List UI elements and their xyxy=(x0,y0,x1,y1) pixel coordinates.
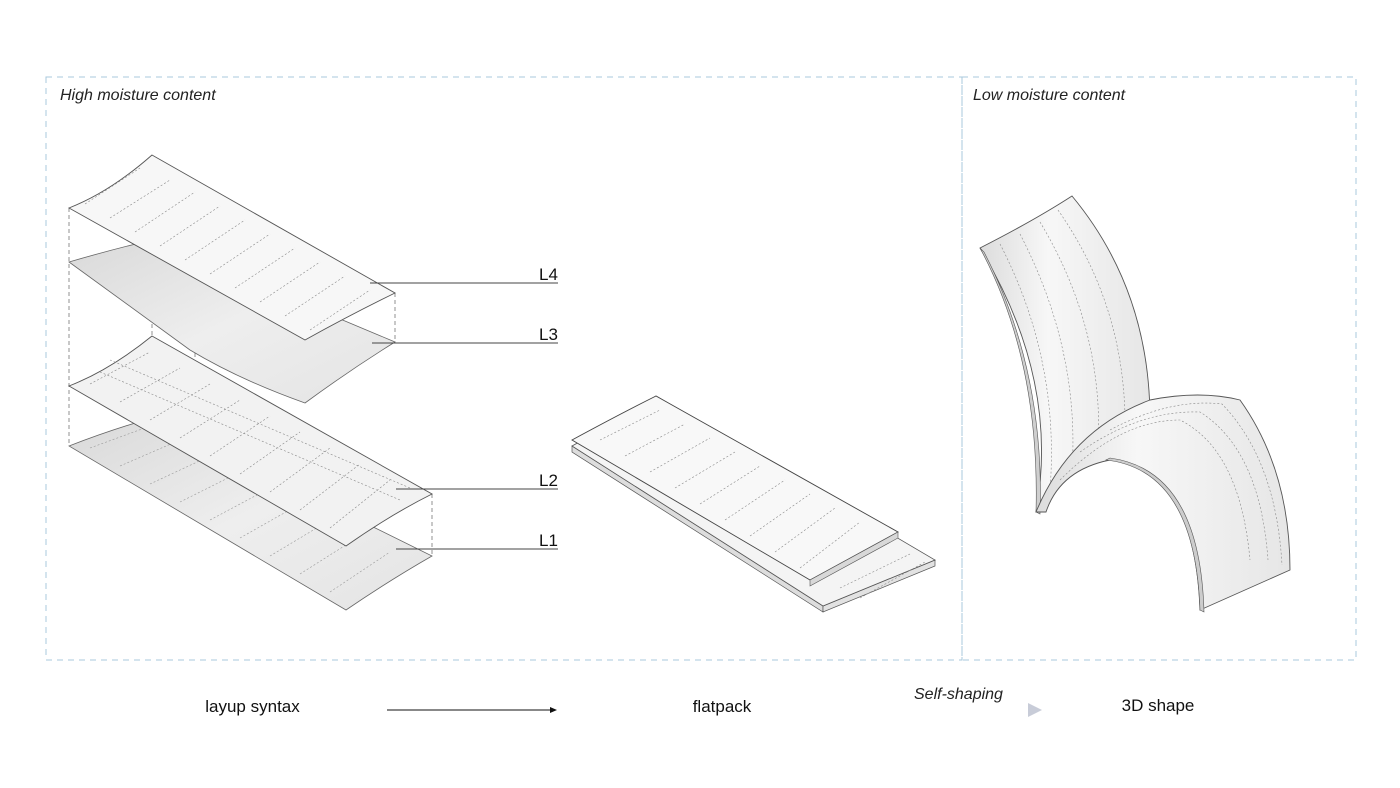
layup-to-flatpack-arrow xyxy=(387,707,557,713)
layer-leaders xyxy=(370,282,558,550)
low-moisture-title: Low moisture content xyxy=(973,87,1126,104)
layer-label-l4: L4 xyxy=(539,265,558,284)
flatpack-stack xyxy=(571,395,936,613)
low-moisture-frame xyxy=(961,76,1357,661)
self-shaped-3d-form xyxy=(979,195,1291,613)
sheet-l4 xyxy=(67,154,396,341)
high-moisture-title: High moisture content xyxy=(60,87,216,104)
step-self-shaping: Self-shaping xyxy=(914,686,1003,703)
sheet-l2 xyxy=(67,335,433,547)
layer-label-l3: L3 xyxy=(539,325,558,344)
self-shaping-arrow xyxy=(881,703,1042,717)
step-flatpack: flatpack xyxy=(692,697,752,716)
high-moisture-frame xyxy=(45,76,963,661)
step-3d-shape: 3D shape xyxy=(1121,696,1195,715)
layer-label-l2: L2 xyxy=(539,471,558,490)
step-layup-syntax: layup syntax xyxy=(205,697,300,716)
layer-label-l1: L1 xyxy=(539,531,558,550)
sheet-l3 xyxy=(68,239,396,404)
